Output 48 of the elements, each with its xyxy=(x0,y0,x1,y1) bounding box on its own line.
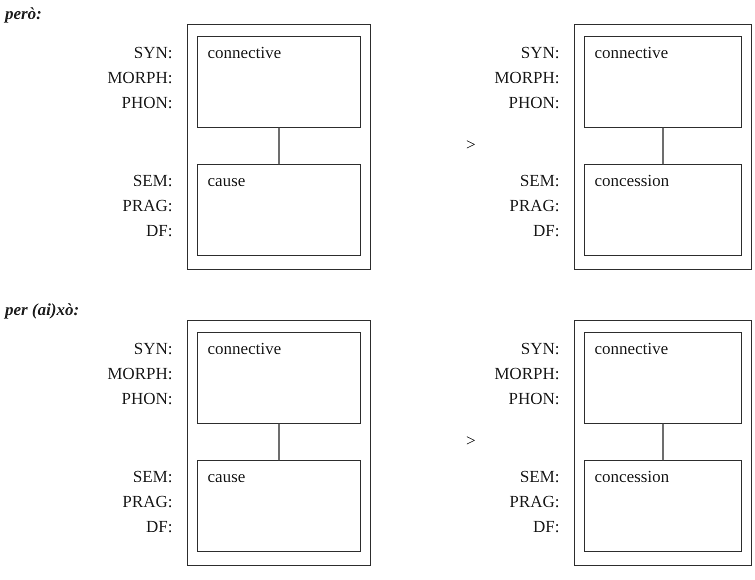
feature-label: PHON: xyxy=(120,92,172,114)
feature-label: PHON: xyxy=(507,388,560,410)
feature-box xyxy=(196,460,360,552)
feature-label: DF: xyxy=(532,516,560,538)
feature-label: MORPH: xyxy=(493,66,560,88)
feature-label: MORPH: xyxy=(106,66,172,88)
feature-box xyxy=(196,36,360,128)
feature-label: SYN: xyxy=(520,42,560,64)
connector-line xyxy=(662,424,664,460)
feature-label: PRAG: xyxy=(121,194,172,216)
feature-box xyxy=(584,164,742,256)
feature-value: cause xyxy=(208,170,246,190)
connector-line xyxy=(278,424,280,460)
feature-value: connective xyxy=(594,42,668,62)
feature-label: DF: xyxy=(532,220,560,242)
connector-line xyxy=(278,128,280,164)
feature-label: SYN: xyxy=(132,338,172,360)
feature-label: SEM: xyxy=(518,466,560,488)
feature-label: MORPH: xyxy=(106,362,172,384)
feature-box xyxy=(584,332,742,424)
feature-value: connective xyxy=(208,42,282,62)
feature-box xyxy=(584,36,742,128)
feature-value: connective xyxy=(208,338,282,358)
feature-label: MORPH: xyxy=(493,362,560,384)
construction-heading: per (ai)xò: xyxy=(5,300,80,320)
feature-label: PRAG: xyxy=(508,490,560,512)
construction-heading: però: xyxy=(5,4,42,24)
feature-label: DF: xyxy=(145,220,172,242)
feature-label: SEM: xyxy=(132,466,172,488)
change-sign: > xyxy=(466,135,476,155)
feature-value: concession xyxy=(594,170,670,190)
change-sign: > xyxy=(466,431,476,451)
connector-line xyxy=(662,128,664,164)
feature-box xyxy=(196,332,360,424)
feature-label: DF: xyxy=(145,516,172,538)
feature-label: PHON: xyxy=(507,92,560,114)
feature-box xyxy=(584,460,742,552)
feature-box xyxy=(196,164,360,256)
feature-label: PRAG: xyxy=(121,490,172,512)
feature-label: SYN: xyxy=(520,338,560,360)
feature-label: SYN: xyxy=(132,42,172,64)
feature-label: PHON: xyxy=(120,388,172,410)
feature-value: concession xyxy=(594,466,670,486)
feature-value: connective xyxy=(594,338,668,358)
feature-value: cause xyxy=(208,466,246,486)
feature-label: SEM: xyxy=(132,170,172,192)
feature-label: PRAG: xyxy=(508,194,560,216)
feature-label: SEM: xyxy=(518,170,560,192)
